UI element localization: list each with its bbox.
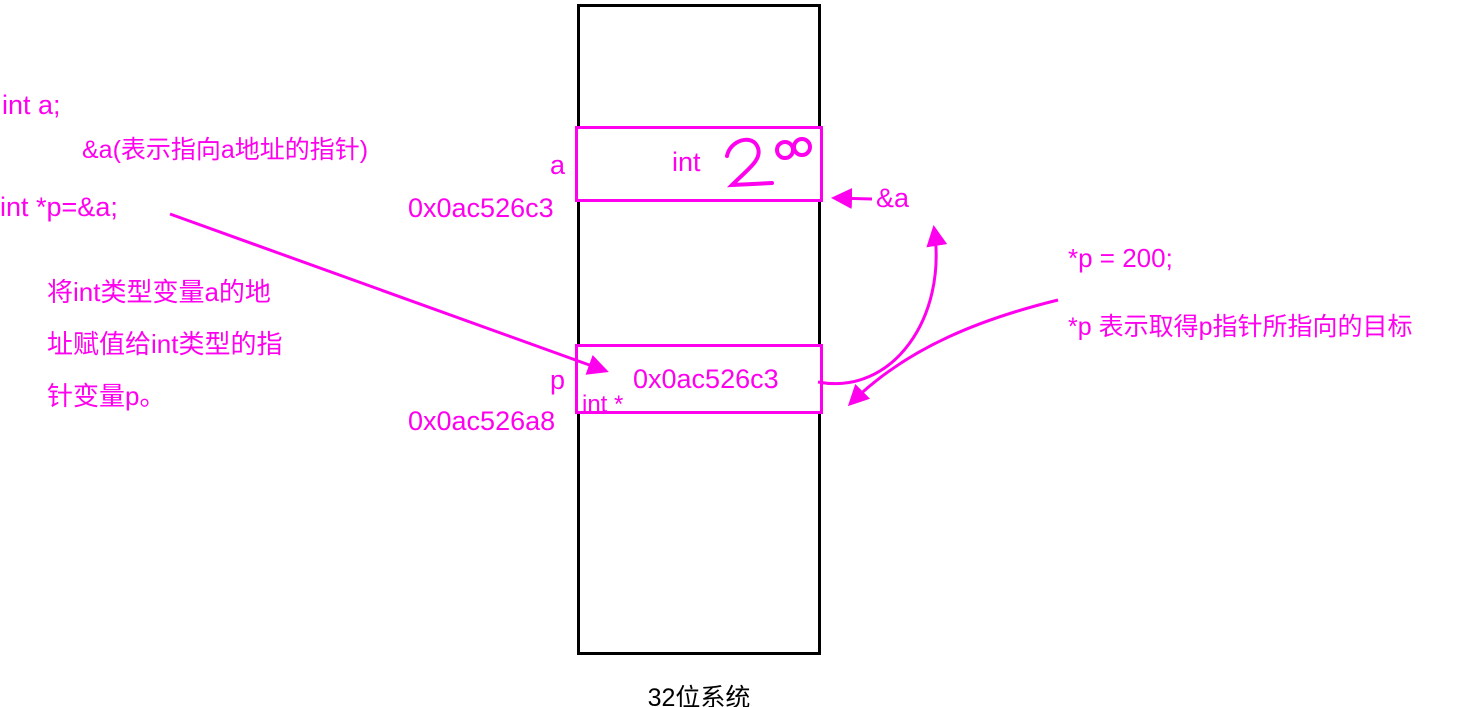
label-variable-a: a xyxy=(549,150,565,180)
note-deref-meaning: *p 表示取得p指针所指向的目标 xyxy=(1068,313,1413,341)
note-address-of-a: &a(表示指向a地址的指针) xyxy=(82,136,369,164)
explanation-line-1: 将int类型变量a的地 xyxy=(47,277,271,307)
code-declare-a: int a; xyxy=(2,90,61,120)
points-to-arrow xyxy=(817,225,948,386)
code-declare-pointer: int *p=&a; xyxy=(0,192,118,222)
label-variable-p: p xyxy=(549,365,565,395)
memory-cell-p xyxy=(575,344,823,414)
explanation-line-3: 针变量p。 xyxy=(47,381,166,411)
deref-arrow xyxy=(847,298,1059,407)
memory-column xyxy=(577,4,821,655)
amp-a-pointer-label: &a xyxy=(876,183,910,213)
memory-cell-a xyxy=(575,126,823,202)
cell-a-type-label: int xyxy=(672,147,701,177)
amp-a-arrow xyxy=(831,187,873,209)
code-deref-assign: *p = 200; xyxy=(1068,243,1173,273)
system-caption: 32位系统 xyxy=(647,684,751,707)
explanation-line-2: 址赋值给int类型的指 xyxy=(47,329,283,359)
address-of-p: 0x0ac526a8 xyxy=(408,406,556,436)
address-of-a: 0x0ac526c3 xyxy=(408,193,554,223)
cell-p-type-label: int * xyxy=(582,391,624,418)
cell-p-value: 0x0ac526c3 xyxy=(633,364,779,394)
